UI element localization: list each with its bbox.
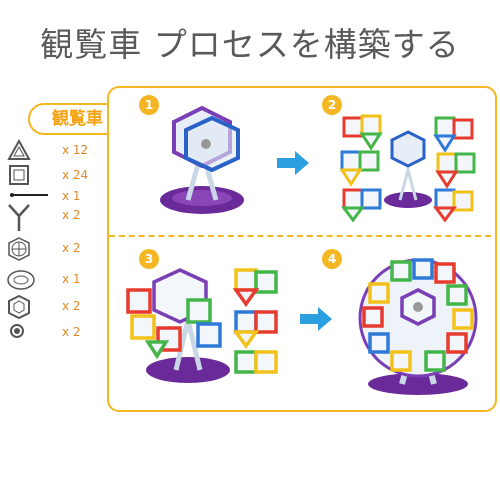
part-row-axle: x 1	[4, 184, 104, 210]
oval-base-icon	[6, 267, 35, 293]
part-qty: x 12	[62, 143, 89, 157]
part-qty: x 2	[62, 325, 81, 339]
part-row-y-support: x 2	[4, 203, 104, 231]
part-row-square: x 24	[4, 163, 104, 189]
y-support-icon	[6, 203, 32, 231]
part-row-triangle: x 12	[4, 138, 104, 164]
step-3-badge: 3	[139, 249, 159, 269]
step-2-badge: 2	[322, 95, 342, 115]
step-divider	[109, 235, 491, 237]
step-1-badge: 1	[139, 95, 159, 115]
arrow-right-icon-1	[277, 150, 311, 176]
part-qty: x 2	[62, 241, 81, 255]
hexagon-wheel-icon	[6, 236, 32, 262]
part-row-connector: x 2	[4, 320, 104, 346]
triangle-tile-icon	[6, 138, 32, 164]
small-connector-icon	[6, 320, 32, 346]
part-row-hex-wheel: x 2	[4, 236, 104, 262]
hexagon-tile-icon	[6, 294, 32, 320]
step-3-image	[118, 260, 288, 390]
part-row-oval-base: x 1	[4, 267, 104, 293]
step-1-image	[150, 100, 260, 220]
part-qty: x 2	[62, 208, 81, 222]
page-title: 観覧車 プロセスを構築する	[40, 25, 460, 64]
square-tile-icon	[6, 163, 32, 189]
arrow-right-icon-2	[300, 306, 334, 332]
part-qty: x 24	[62, 168, 89, 182]
part-qty: x 1	[62, 272, 81, 286]
step-4-image	[352, 246, 482, 398]
axle-rod-icon	[6, 184, 48, 210]
part-row-hex-tile: x 2	[4, 294, 104, 320]
step-2-image	[336, 110, 486, 225]
step-4-badge: 4	[322, 249, 342, 269]
part-qty: x 1	[62, 189, 81, 203]
part-qty: x 2	[62, 299, 81, 313]
